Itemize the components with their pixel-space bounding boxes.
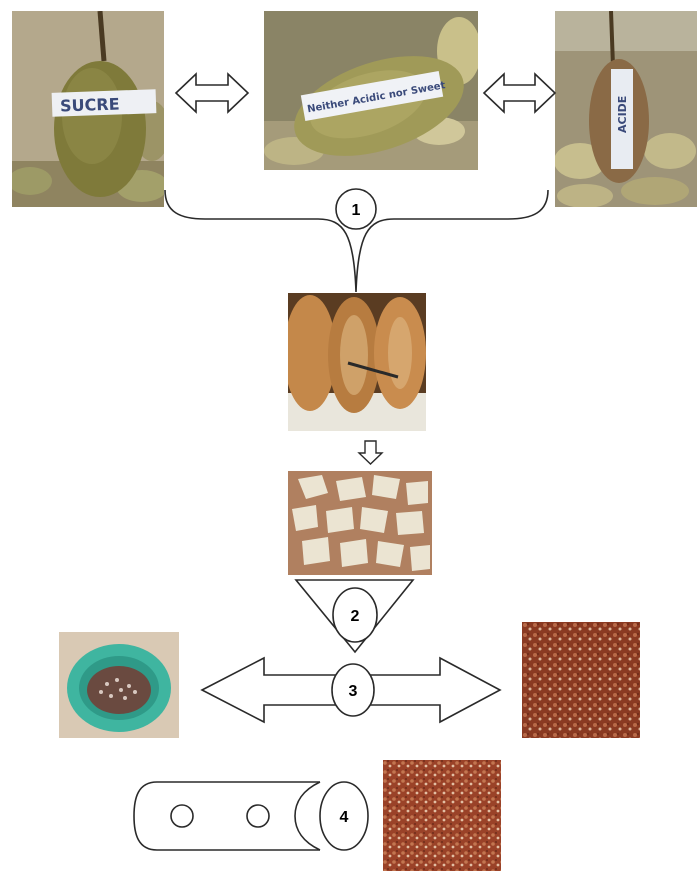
step-1-marker: 1 [336,189,376,229]
step-3-label: 3 [349,683,358,700]
double-arrow-left-icon [176,74,248,112]
roller-mill-icon [134,782,320,850]
step-4-label: 4 [340,809,349,826]
step-1-label: 1 [352,202,361,219]
step-4-marker: 4 [320,782,368,850]
step-2-label: 2 [351,608,360,625]
step-2-marker: 2 [333,588,377,642]
double-arrow-right-icon [484,74,555,112]
step-3-marker: 3 [332,664,374,716]
down-arrow-icon [359,441,382,464]
